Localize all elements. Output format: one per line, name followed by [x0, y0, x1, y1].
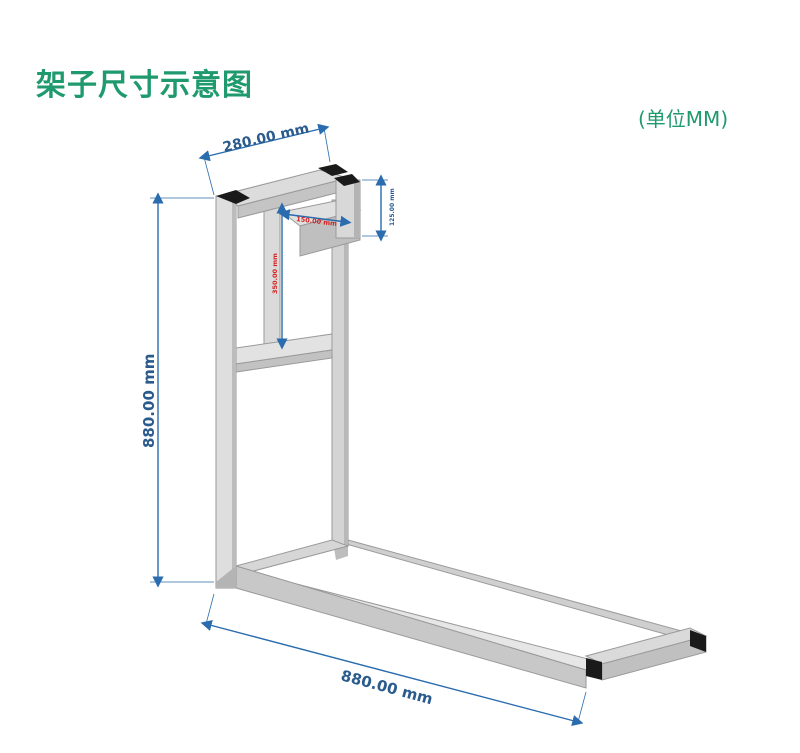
arm-height-label: 125.00 mm	[389, 188, 396, 226]
rack-frame	[215, 169, 708, 689]
page-title: 架子尺寸示意图	[36, 68, 253, 103]
end-cap-icon	[216, 190, 250, 204]
end-cap-icon	[318, 164, 348, 176]
top-width-dimension-line	[198, 123, 330, 162]
base-length-label: 880.00 mm	[339, 666, 435, 708]
top-width-label: 280.00 mm	[221, 120, 310, 155]
end-cap-icon	[334, 174, 360, 186]
dimension-lines	[150, 123, 587, 726]
end-caps	[216, 164, 706, 680]
base-length-dimension-line	[200, 620, 584, 726]
arm-length-dimension-line	[278, 209, 352, 227]
end-cap-icon	[586, 658, 602, 680]
end-cap-icon	[690, 630, 706, 652]
arm-drop-label: 350.00 mm	[271, 253, 279, 294]
height-label: 880.00 mm	[140, 354, 158, 448]
unit-note: (单位MM)	[638, 107, 729, 131]
